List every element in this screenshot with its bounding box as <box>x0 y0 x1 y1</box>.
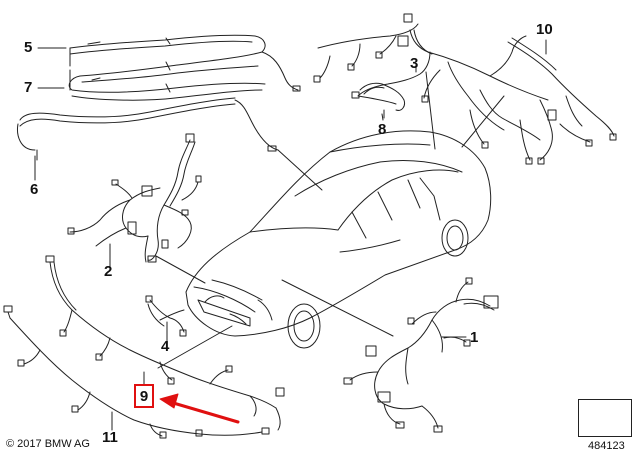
harness-4 <box>145 295 187 337</box>
label-9: 9 <box>139 387 149 405</box>
leader-lines <box>34 39 547 431</box>
label-3: 3 <box>410 55 419 72</box>
highlight-arrow <box>159 393 240 424</box>
label-2: 2 <box>104 263 113 280</box>
harness-2 <box>67 133 206 284</box>
label-7: 7 <box>24 79 33 96</box>
harness-5-7 <box>17 34 323 191</box>
harness-3-8-10 <box>313 13 617 165</box>
harness-1 <box>281 277 499 433</box>
label-10: 10 <box>536 21 553 38</box>
label-5: 5 <box>24 39 33 56</box>
label-9-highlight-box: 9 <box>134 384 154 408</box>
car-outline <box>185 130 492 349</box>
label-6: 6 <box>30 181 39 198</box>
harness-9-11 <box>3 255 285 439</box>
corner-logo-frame <box>578 399 632 437</box>
part-number: 484123 <box>588 440 625 452</box>
label-4: 4 <box>161 338 170 355</box>
label-11: 11 <box>102 429 118 446</box>
copyright-text: © 2017 BMW AG <box>6 438 90 450</box>
label-8: 8 <box>378 121 387 138</box>
label-1: 1 <box>470 329 479 346</box>
